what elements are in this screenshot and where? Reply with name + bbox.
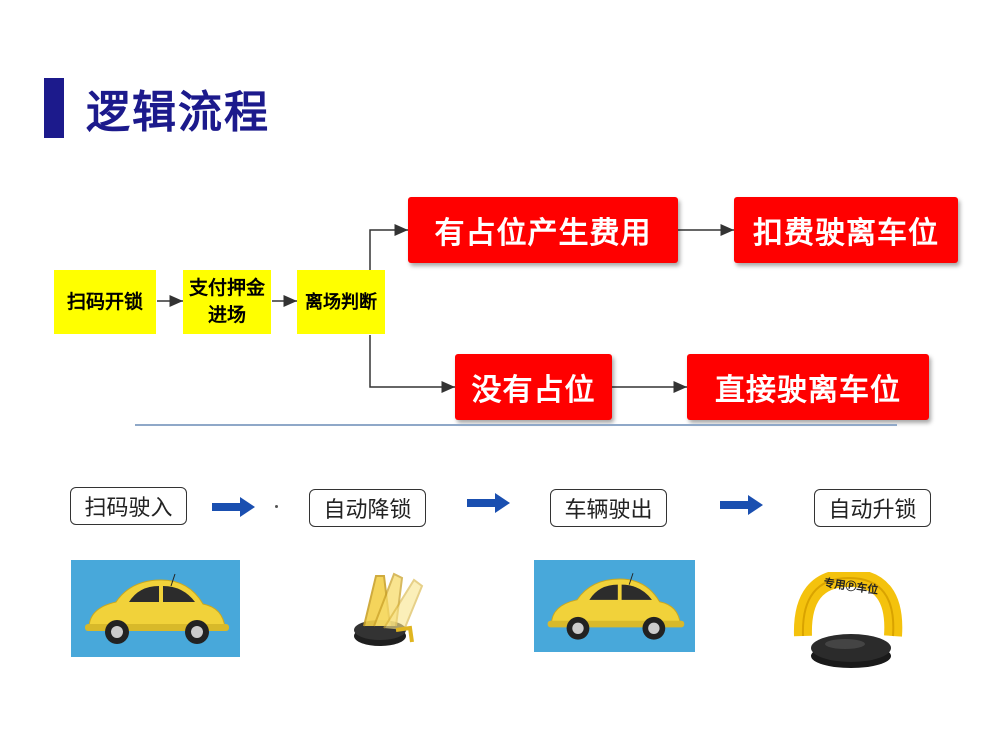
section-divider bbox=[135, 424, 897, 426]
parking-lock-raised-image: 专用Ⓟ车位 bbox=[793, 572, 905, 672]
step-car-exit: 车辆驶出 bbox=[550, 489, 667, 527]
box-occupied-fee: 有占位产生费用 bbox=[408, 197, 678, 263]
step-auto-raise: 自动升锁 bbox=[814, 489, 931, 527]
right-arrow-icon bbox=[212, 497, 255, 517]
parking-lock-lowering-icon bbox=[354, 572, 424, 646]
box-pay-deposit: 支付押金进场 bbox=[183, 270, 271, 334]
box-not-occupied: 没有占位 bbox=[455, 354, 612, 420]
page-title: 逻辑流程 bbox=[86, 87, 270, 138]
box-deduct-leave: 扣费驶离车位 bbox=[734, 197, 958, 263]
step-auto-lower: 自动降锁 bbox=[309, 489, 426, 527]
right-arrow-icon bbox=[467, 493, 510, 513]
car-image-panel bbox=[71, 560, 240, 657]
box-exit-judge: 离场判断 bbox=[297, 270, 385, 334]
car-icon bbox=[85, 573, 229, 644]
car-image-panel bbox=[534, 560, 695, 652]
title-accent-bar bbox=[44, 78, 64, 138]
car-icon bbox=[547, 573, 685, 640]
box-scan-unlock: 扫码开锁 bbox=[54, 270, 156, 334]
step-scan-enter: 扫码驶入 bbox=[70, 487, 187, 525]
dot-mark bbox=[275, 505, 278, 508]
box-direct-leave: 直接驶离车位 bbox=[687, 354, 929, 420]
right-arrow-icon bbox=[720, 495, 763, 515]
arrow-judge-to-not-occupied bbox=[369, 335, 455, 393]
parking-lock-raised-icon bbox=[793, 572, 903, 668]
arrow-judge-to-occupied bbox=[369, 224, 408, 270]
